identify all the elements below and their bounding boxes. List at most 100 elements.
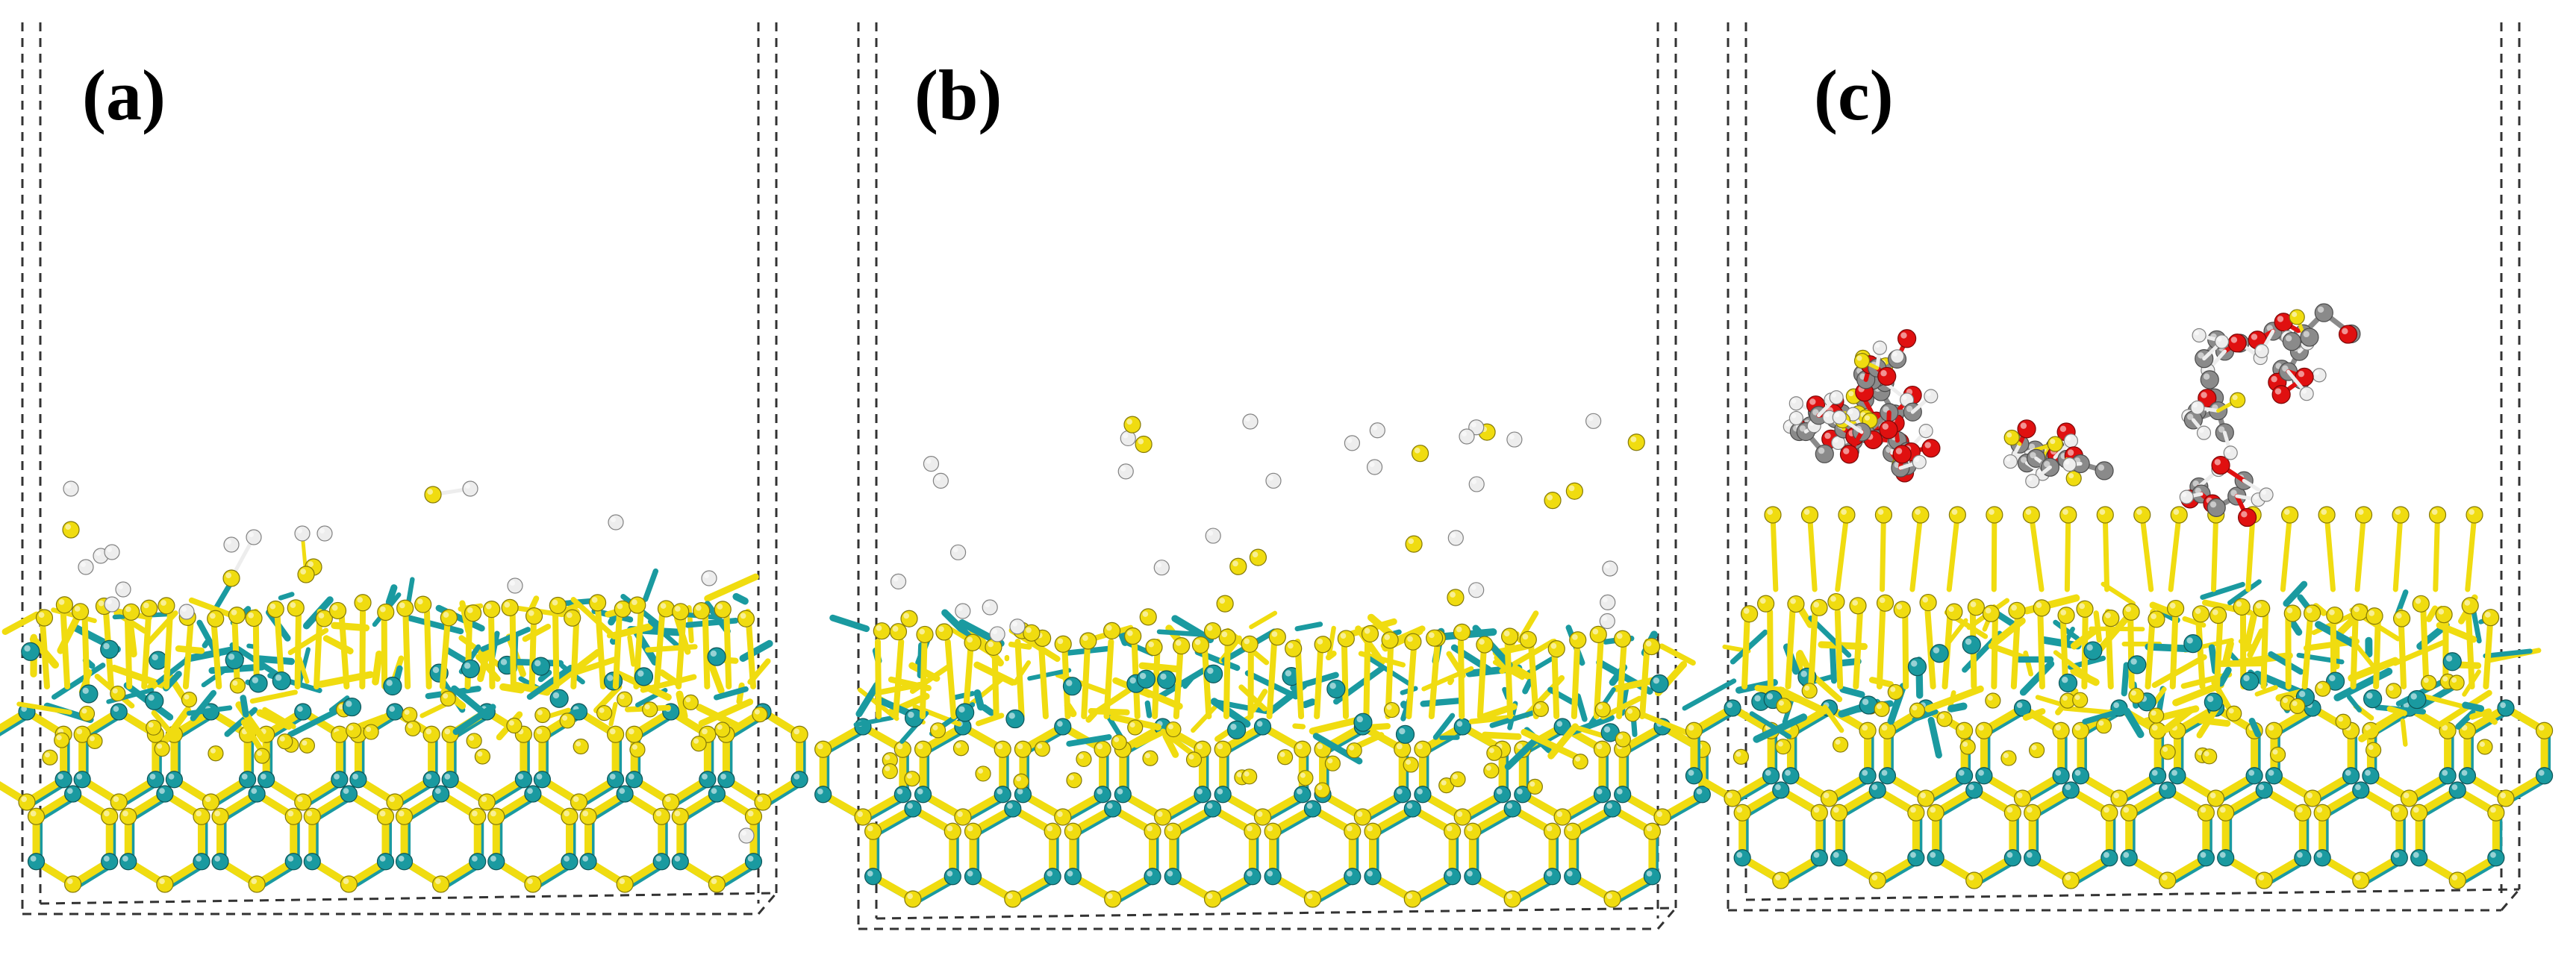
hydrogen-atom bbox=[932, 472, 949, 489]
sulfur-atom bbox=[579, 807, 597, 825]
sulfur-atom bbox=[1218, 628, 1236, 646]
sulfur-atom-highlight bbox=[2025, 509, 2032, 516]
sulfur-atom-highlight bbox=[717, 604, 723, 610]
surface-bond bbox=[723, 609, 732, 689]
sulfur-atom-body bbox=[2102, 610, 2120, 627]
metal-atom bbox=[561, 853, 578, 871]
sulfur-atom bbox=[1353, 808, 1371, 826]
metal-atom bbox=[1514, 786, 1532, 804]
sulfur-atom bbox=[1124, 627, 1142, 645]
sulfur-atom-highlight bbox=[398, 810, 405, 817]
sulfur-atom-body bbox=[1450, 771, 1466, 788]
surface-bond bbox=[2469, 708, 2492, 720]
sulfur-atom-highlight bbox=[1126, 630, 1133, 636]
hydrogen-atom-highlight bbox=[1267, 475, 1273, 481]
metal-atom bbox=[531, 657, 551, 676]
sulfur-atom-highlight bbox=[2123, 807, 2130, 813]
sulfur-atom-body bbox=[1853, 353, 1871, 369]
hydrogen-atom bbox=[1890, 349, 1905, 364]
sulfur-atom-highlight bbox=[1188, 754, 1194, 760]
sulfur-atom-highlight bbox=[619, 878, 626, 884]
sulfur-atom-highlight bbox=[2451, 874, 2458, 880]
sulfur-atom-highlight bbox=[2195, 608, 2201, 614]
sulfur-atom-highlight bbox=[2098, 720, 2104, 726]
metal-atom-body bbox=[156, 785, 174, 803]
sulfur-atom-highlight bbox=[946, 825, 953, 832]
sulfur-atom bbox=[1874, 506, 1893, 524]
hydrogen-atom-highlight bbox=[992, 628, 998, 634]
sulfur-atom-highlight bbox=[467, 607, 473, 613]
sulfur-atom bbox=[1503, 890, 1521, 908]
sulfur-atom-highlight bbox=[1896, 604, 1903, 610]
sulfur-atom-body bbox=[18, 793, 36, 811]
metal-atom-highlight bbox=[1367, 871, 1373, 877]
surface-bond bbox=[2022, 708, 2046, 721]
sulfur-atom-body bbox=[1154, 808, 1172, 826]
metal-atom-highlight bbox=[534, 660, 541, 667]
sulfur-atom-body bbox=[2281, 506, 2299, 524]
hydrogen-atom bbox=[2003, 454, 2018, 469]
sulfur-atom bbox=[1853, 353, 1871, 369]
metal-atom-highlight bbox=[2171, 770, 2177, 776]
sulfur-atom bbox=[2410, 804, 2428, 821]
tether-bond bbox=[2064, 512, 2071, 592]
sulfur-atom-body bbox=[524, 875, 542, 893]
sulfur-atom-highlight bbox=[269, 603, 276, 610]
surface-bond bbox=[2260, 609, 2269, 689]
hydrogen-atom bbox=[104, 544, 120, 560]
sulfur-atom bbox=[2289, 698, 2306, 715]
sulfur-atom-body bbox=[1464, 822, 1482, 840]
sulfur-atom bbox=[87, 733, 103, 749]
surface-bond bbox=[1991, 609, 1998, 689]
sulfur-atom bbox=[158, 597, 175, 615]
hydrogen-atom bbox=[104, 596, 120, 613]
sulfur-atom-body bbox=[27, 807, 46, 825]
hydrogen-atom-body bbox=[1468, 476, 1485, 492]
sulfur-atom-body bbox=[2000, 750, 2017, 766]
metal-atom bbox=[2217, 849, 2235, 867]
hydrogen-atom-body bbox=[1912, 454, 1927, 469]
sulfur-atom-highlight bbox=[906, 773, 912, 779]
sulfur-atom-body bbox=[657, 600, 676, 618]
metal-atom-body bbox=[944, 868, 961, 886]
metal-atom-highlight bbox=[1139, 672, 1147, 680]
sulfur-atom-highlight bbox=[1877, 704, 1883, 710]
surface-bond bbox=[2465, 609, 2475, 689]
sulfur-atom-highlight bbox=[552, 599, 558, 606]
metal-atom bbox=[533, 771, 552, 789]
metal-atom-highlight bbox=[214, 856, 221, 862]
metal-atom-highlight bbox=[490, 856, 496, 862]
surface-bond bbox=[1639, 639, 1650, 719]
sulfur-atom-highlight bbox=[2500, 792, 2506, 798]
metal-atom-highlight bbox=[1230, 723, 1237, 730]
sulfur-atom bbox=[71, 603, 90, 621]
surface-bond bbox=[2059, 609, 2069, 689]
sulfur-atom-highlight bbox=[417, 598, 423, 605]
sulfur-atom-body bbox=[287, 599, 305, 617]
surface-bond bbox=[372, 650, 383, 686]
sulfur-atom-highlight bbox=[528, 610, 534, 616]
sulfur-atom-body bbox=[1500, 627, 1519, 645]
metal-atom-highlight bbox=[1871, 784, 1878, 790]
metal-atom-body bbox=[717, 771, 735, 789]
metal-atom-highlight bbox=[1397, 789, 1403, 795]
metal-atom-highlight bbox=[2355, 784, 2361, 790]
sulfur-atom bbox=[2167, 599, 2185, 618]
sulfur-atom bbox=[1876, 594, 1894, 612]
sulfur-atom-body bbox=[1135, 435, 1153, 454]
sulfur-atom-body bbox=[2159, 871, 2177, 889]
surface-bond bbox=[566, 708, 587, 717]
sulfur-atom-highlight bbox=[2368, 610, 2375, 616]
sulfur-atom-body bbox=[1547, 640, 1565, 658]
sulfur-atom-highlight bbox=[112, 688, 118, 694]
sulfur-atom-body bbox=[1054, 808, 1072, 826]
metal-atom-body bbox=[2265, 767, 2283, 785]
sulfur-atom bbox=[222, 569, 240, 587]
sulfur-atom-highlight bbox=[1194, 639, 1201, 645]
surface-bond bbox=[2483, 648, 2533, 659]
surface-bond bbox=[1061, 639, 1071, 719]
metal-atom bbox=[1859, 767, 1877, 785]
sulfur-atom bbox=[1547, 640, 1565, 658]
metal-atom-body bbox=[2101, 849, 2118, 867]
hydrogen-atom bbox=[1602, 560, 1618, 577]
